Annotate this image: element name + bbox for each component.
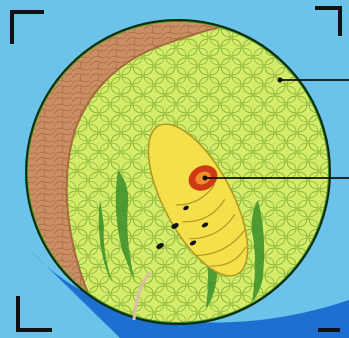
- corner-top-right: [315, 8, 340, 36]
- corner-top-left: [12, 12, 44, 44]
- corner-bottom-left: [18, 296, 52, 330]
